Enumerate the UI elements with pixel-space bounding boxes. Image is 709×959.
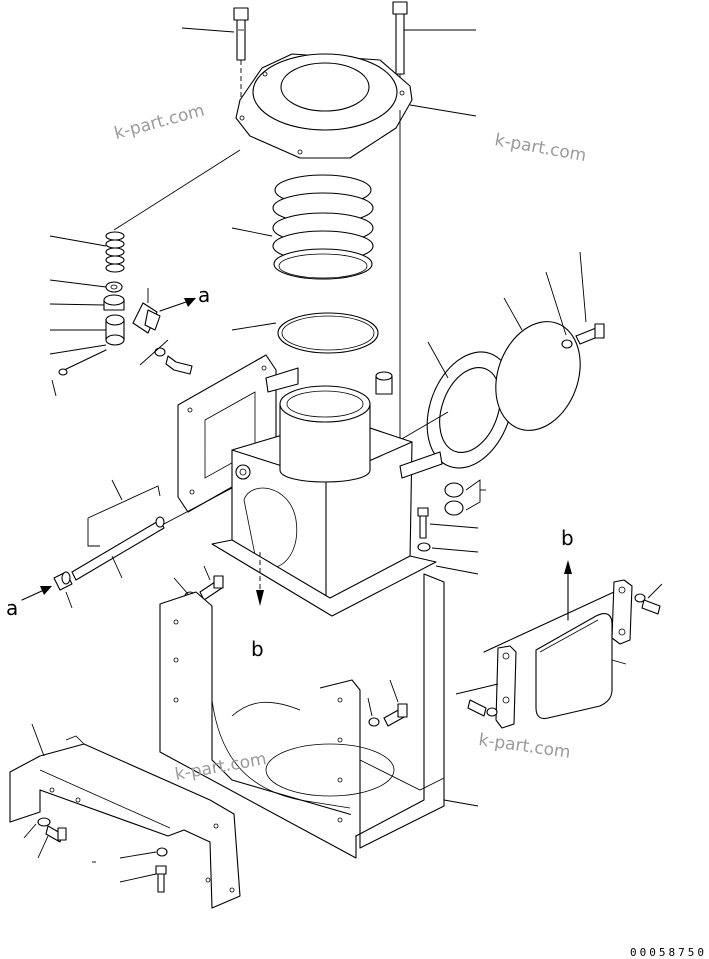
ref-label-b-lower: b xyxy=(251,637,264,661)
clip-top-left xyxy=(265,367,299,393)
washer-bolt-left xyxy=(154,347,193,375)
bushing xyxy=(375,371,393,395)
nut-lower-right xyxy=(444,500,464,516)
clip-right xyxy=(399,451,443,479)
small-spring xyxy=(105,231,125,273)
top-bolt-right xyxy=(392,1,408,75)
collar-pin xyxy=(105,314,125,346)
bracket-clip xyxy=(132,302,161,334)
hex-nut-small xyxy=(103,294,125,311)
hinge-bracket-lower xyxy=(495,645,517,729)
washer-right-mid xyxy=(417,542,431,552)
bolt-hinge-upper xyxy=(634,593,661,615)
bolt-mid-left xyxy=(199,575,224,601)
hinge-bracket-upper xyxy=(611,579,633,645)
bolt-right-cover xyxy=(575,323,605,345)
collar-small xyxy=(53,571,73,591)
washer-stand xyxy=(368,717,380,727)
gasket-ring xyxy=(426,351,514,469)
washer-small xyxy=(105,281,123,293)
bolt-bottom xyxy=(155,865,167,893)
cover-plate-round xyxy=(495,321,581,431)
drawing-code: 00058750 xyxy=(630,946,707,959)
spring-rings xyxy=(272,174,374,280)
side-panel xyxy=(535,613,613,720)
ref-label-b-right: b xyxy=(561,526,574,550)
top-flange-plate xyxy=(235,53,413,159)
watermark-2: k-part.com xyxy=(493,130,588,166)
nut-upper-right xyxy=(444,482,464,498)
ref-label-a-lower: a xyxy=(6,596,18,620)
washer-bottom xyxy=(156,847,168,857)
bolt-bracket xyxy=(45,825,67,843)
shaft-rod xyxy=(71,516,165,581)
stand-frame xyxy=(159,573,445,859)
bolt-stand xyxy=(383,703,408,727)
washer-right xyxy=(561,339,573,349)
ring-seal xyxy=(277,312,379,354)
watermark-4: k-part.com xyxy=(477,730,571,763)
bolt-vertical-right xyxy=(417,507,429,539)
inner-pipe xyxy=(279,385,371,483)
washer-bracket xyxy=(37,817,51,827)
bracket-plate xyxy=(9,735,241,909)
bolt-hinge-lower xyxy=(467,699,498,717)
ref-label-a-upper: a xyxy=(198,283,210,307)
watermark-1: k-part.com xyxy=(112,101,207,144)
base-plate xyxy=(211,539,437,617)
top-bolt-left xyxy=(233,7,249,61)
split-pin xyxy=(58,349,107,376)
